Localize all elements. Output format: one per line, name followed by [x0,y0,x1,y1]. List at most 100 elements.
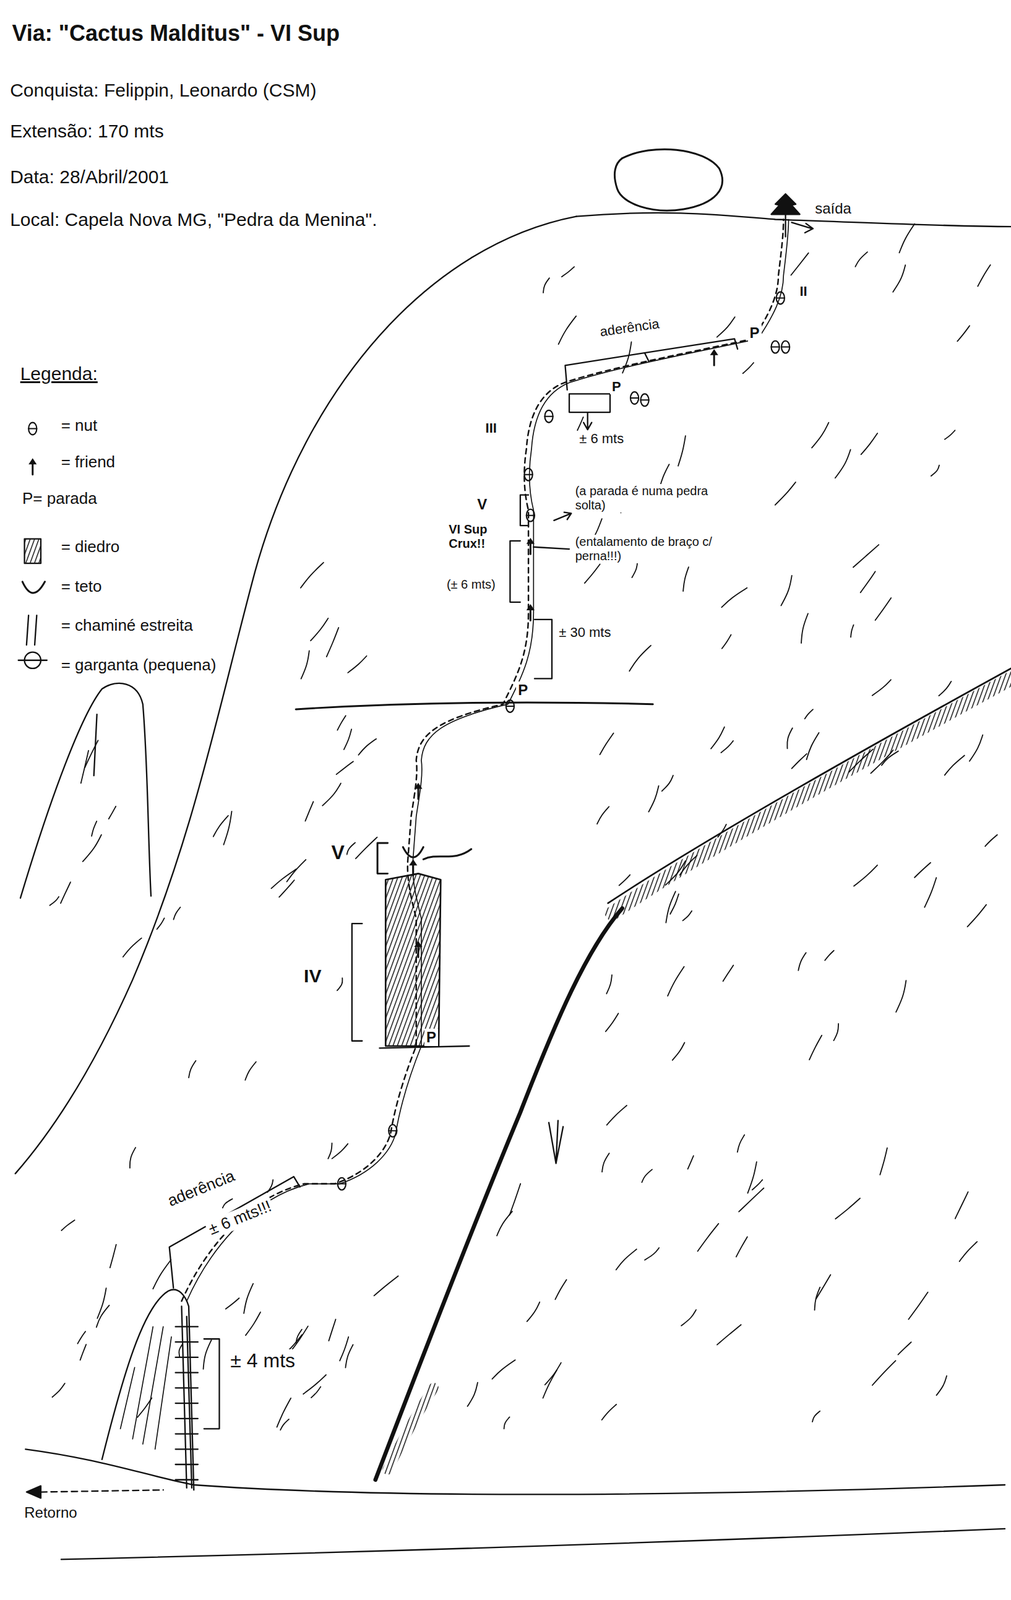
info-line: Extensão: 170 mts [8,120,166,143]
rock-texture-stroke [332,1143,349,1159]
rock-texture-stroke [61,1219,75,1231]
rock-texture-stroke [606,974,612,994]
rock-texture-stroke [504,1416,510,1429]
rock-texture-stroke [924,877,937,908]
grade-label: II [797,283,809,299]
rock-texture-stroke [545,1362,562,1385]
label-holder: P [424,1028,439,1046]
rock-texture-stroke [697,1223,719,1252]
label-holder: ± 4 mts [228,1348,297,1372]
label-holder: V [329,840,347,864]
ledge-line [295,702,653,710]
rock-texture-stroke [855,251,868,267]
rock-texture-stroke [358,738,377,755]
rock-texture-stroke [688,1155,694,1169]
rock-texture-stroke [957,325,970,341]
rock-texture-stroke [672,1041,685,1060]
label-holder: aderência [597,315,663,340]
legend-entry: = chaminé estreita [59,616,195,635]
rock-texture-stroke [835,449,851,478]
rock-texture-stroke [599,733,614,755]
exit-arrow [791,222,814,233]
label-holder: Conquista: Felippin, Leonardo (CSM) [8,79,319,102]
rock-texture-stroke [787,727,792,749]
belay-mark: P [516,681,530,699]
rock-texture-stroke [345,1344,353,1368]
rock-texture-stroke [644,1247,659,1260]
rock-texture-stroke [222,1198,233,1208]
nut-symbol [544,410,553,423]
rock-texture-stroke [806,732,820,760]
rock-texture-stroke [780,575,792,606]
bracket [204,1338,220,1429]
label-holder: IV [301,965,323,987]
rock-texture-stroke [812,1410,820,1422]
rock-texture-stroke [347,655,367,673]
label-holder: P [516,681,530,699]
friend-symbol [526,537,535,554]
info-line: Data: 28/Abril/2001 [8,166,171,189]
rock-texture-stroke [667,966,685,996]
rock-texture-stroke [899,223,915,254]
nut-symbol [526,509,535,522]
boulder [614,149,723,211]
label-holder: Retorno [22,1503,79,1521]
rock-texture-stroke [374,1275,399,1296]
legend-friend-symbol [28,457,37,474]
grade-label: IV [301,965,323,987]
rock-texture-stroke [108,806,116,819]
legend-entry: = friend [59,452,117,472]
rock-texture-stroke [629,645,651,671]
rock-texture-stroke [301,650,310,679]
rock-texture-stroke [527,1301,540,1321]
rock-texture-stroke [969,734,983,761]
rock-texture-stroke [322,782,341,805]
label-holder: ± 30 mts [556,624,613,640]
bracket [520,494,529,526]
rock-texture-stroke [173,907,181,920]
legend-text: = friend [59,452,117,472]
label-holder: II [797,283,809,299]
rock-texture-stroke [337,977,343,990]
nut-symbol [388,1124,397,1137]
dihedral-base [379,1045,469,1048]
grade-label: V [329,840,347,864]
rock-texture-stroke [300,562,324,588]
rock-texture-stroke [683,910,693,921]
exit-label: saída [813,199,854,218]
rock-texture-stroke [908,1291,928,1320]
title-holder: Via: "Cactus Malditus" - VI Sup [9,20,342,46]
rock-texture-stroke [738,1187,764,1211]
rock-texture-stroke [710,727,725,749]
rock-texture-stroke [722,634,732,648]
length-label: (± 6 mts) [444,577,498,592]
rock-texture-stroke [245,1061,257,1081]
friend-symbol [526,603,535,620]
rock-texture-stroke [129,1147,136,1168]
rock-texture-stroke [872,679,891,695]
rock-texture-stroke [648,785,659,812]
rock-texture-stroke [752,1179,763,1190]
rock-texture-stroke [811,422,829,448]
rock-texture-stroke [123,937,142,957]
label-holder: P [610,378,624,395]
pillar-hatch [120,1325,172,1449]
rock-texture-stroke [872,1359,896,1385]
friend-symbol [413,782,422,799]
chimney [175,1305,198,1487]
rock-texture-stroke [602,1403,617,1420]
legend-entry: = diedro [59,537,122,557]
rock-texture-stroke [798,952,806,971]
rock-texture-stroke [897,1341,911,1354]
rock-texture-stroke [344,728,352,750]
label-holder: III [483,420,499,436]
nut-symbol [781,340,790,354]
label-holder: Data: 28/Abril/2001 [8,166,171,189]
nut-symbol [524,468,533,481]
rock-texture-stroke [305,801,314,821]
note-pointer [533,546,570,549]
rock-texture-stroke [662,775,674,791]
label-holder: aderência [163,1165,240,1211]
rock-texture-stroke [892,264,906,293]
